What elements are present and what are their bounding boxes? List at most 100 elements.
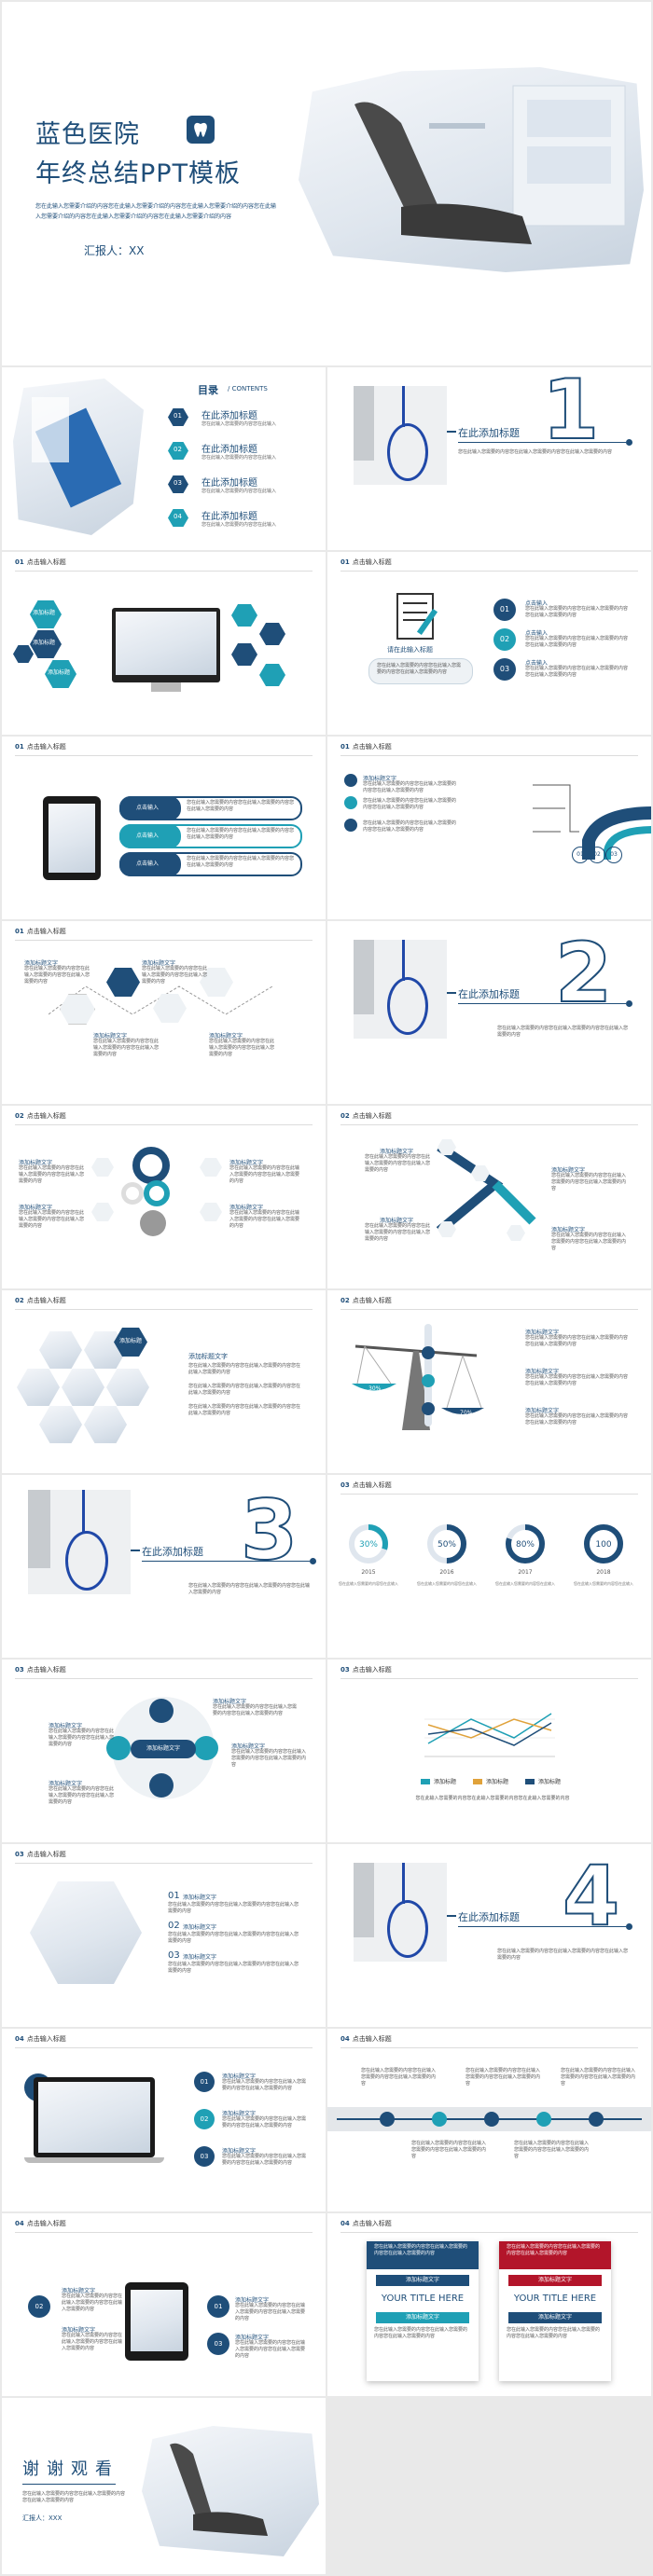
item-title: 添加标题文字: [235, 2297, 270, 2304]
toc-item[interactable]: 01 在此添加标题 您在此输入您需要的内容您在此输入: [168, 405, 308, 438]
hex-tile[interactable]: [30, 600, 62, 628]
toc-item[interactable]: 02 在此添加标题 您在此输入您需要的内容您在此输入: [168, 438, 308, 472]
toc-desc: 您在此输入您需要的内容您在此输入: [201, 421, 277, 427]
section-2-slide[interactable]: 在此添加标题 2 您在此输入您需要的内容您在此输入您需要的内容您在此输入您需要的…: [327, 921, 651, 1104]
timeline-node[interactable]: [484, 2112, 499, 2127]
cycle-center[interactable]: 添加标题文字: [131, 1740, 196, 1758]
connector: [131, 1550, 140, 1551]
hex-tile[interactable]: [259, 664, 285, 686]
item-desc: 您在此输入您需要的内容您在此输入您需要的内容您在此输入您需要的内容: [168, 1962, 299, 1974]
pill-desc: 您在此输入您需要的内容您在此输入您需要的内容您在此输入您需要的内容: [187, 800, 295, 812]
end-dot: [310, 1558, 316, 1564]
hex-tile[interactable]: [259, 623, 285, 645]
doctor-photo: [13, 379, 144, 535]
slider-dot[interactable]: [422, 1402, 435, 1415]
ring-year: 2016: [439, 1569, 453, 1576]
hex-flow-line: [49, 985, 273, 1015]
hex-tile[interactable]: [231, 604, 257, 627]
cycle-node[interactable]: [149, 1773, 174, 1798]
hex-photo: [39, 1331, 82, 1369]
section-1-slide[interactable]: 在此添加标题 1 您在此输入您需要的内容您在此输入您需要的内容您在此输入您需要的…: [327, 367, 651, 550]
dental-chair-photo: [299, 67, 644, 272]
item-desc: 您在此输入您需要的内容您在此输入您需要的内容您在此输入您需要的内容: [525, 1413, 629, 1426]
toc-item[interactable]: 04 在此添加标题 您在此输入您需要的内容您在此输入: [168, 505, 308, 539]
underline: [458, 442, 626, 443]
card-desc: 您在此输入您需要的内容您在此输入您需要的内容您在此输入您需要的内容: [507, 2327, 601, 2339]
cycle-node[interactable]: [194, 1736, 218, 1760]
item-title: 添加标题文字: [19, 1205, 53, 1211]
header-rule: [340, 2047, 638, 2048]
cover-title-2: 年终总结PPT模板: [35, 159, 242, 188]
toc-num: 03: [174, 479, 182, 487]
search-icon[interactable]: [60, 994, 95, 1025]
ring-desc: 您在此输入您需要的内容您在此输入: [417, 1580, 477, 1586]
toc-desc: 您在此输入您需要的内容您在此输入: [201, 489, 277, 494]
section-desc: 您在此输入您需要的内容您在此输入您需要的内容您在此输入您需要的内容: [458, 449, 613, 455]
tablet-screen: [131, 2290, 183, 2351]
item-desc: 您在此输入您需要的内容您在此输入您需要的内容您在此输入您需要的内容: [142, 966, 208, 985]
card-right[interactable]: 您在此输入您需要的内容您在此输入您需要的内容您在此输入您需要的内容 添加标题文字…: [499, 2241, 611, 2381]
timeline-node[interactable]: [536, 2112, 551, 2127]
ring-value: 100: [595, 1540, 611, 1550]
ending-slide[interactable]: 谢谢观看 您在此输入您需要的内容您在此输入您需要的内容您在此输入您需要的内容 汇…: [2, 2398, 326, 2574]
cycle-node[interactable]: [106, 1736, 131, 1760]
ring-year: 2015: [361, 1569, 375, 1576]
section-4-slide[interactable]: 在此添加标题 4 您在此输入您需要的内容您在此输入您需要的内容您在此输入您需要的…: [327, 1844, 651, 2027]
doc-text-box[interactable]: 您在此输入您需要的内容您在此输入您需要的内容您在此输入您需要的内容: [368, 658, 473, 684]
series-line: [427, 1713, 552, 1744]
curve-num: 03: [605, 847, 622, 863]
item-title: 添加标题文字: [188, 1353, 228, 1360]
item-desc: 您在此输入您需要的内容您在此输入您需要的内容您在此输入您需要的内容: [222, 2116, 307, 2128]
toc-item[interactable]: 03 在此添加标题 您在此输入您需要的内容您在此输入: [168, 472, 308, 505]
item-desc: 您在此输入您需要的内容您在此输入您需要的内容您在此输入您需要的内容: [551, 1233, 627, 1251]
toc-slide[interactable]: 目录 / CONTENTS 01 在此添加标题 您在此输入您需要的内容您在此输入…: [2, 367, 326, 550]
card-your-title: YOUR TITLE HERE: [513, 2294, 597, 2304]
cycle-node[interactable]: [149, 1699, 174, 1723]
timeline-desc: 您在此输入您需要的内容您在此输入您需要的内容您在此输入您需要的内容: [411, 2141, 487, 2159]
end-dot: [626, 1923, 632, 1930]
item-desc: 您在此输入您需要的内容您在此输入您需要的内容您在此输入您需要的内容: [209, 1039, 275, 1057]
header-rule: [340, 1309, 638, 1310]
end-dot: [626, 1000, 632, 1007]
hex-tile[interactable]: [30, 630, 62, 658]
header-rule: [15, 2047, 313, 2048]
section-3-slide[interactable]: 在此添加标题 3 您在此输入您需要的内容您在此输入您需要的内容您在此输入您需要的…: [2, 1475, 326, 1658]
card-left[interactable]: 您在此输入您需要的内容您在此输入您需要的内容您在此输入您需要的内容 添加标题文字…: [367, 2241, 479, 2381]
gear-icon: [144, 1180, 170, 1206]
timeline-node[interactable]: [380, 2112, 395, 2127]
hex-photo: [62, 1369, 104, 1406]
hex-tile[interactable]: [231, 643, 257, 666]
cover-slide[interactable]: 蓝色医院 年终总结PPT模板 您在此输入您需要介绍的内容您在此输入您需要介绍的内…: [2, 2, 651, 365]
toc-hex: [168, 442, 188, 460]
item-desc: 您在此输入您需要的内容您在此输入您需要的内容您在此输入您需要的内容: [93, 1039, 160, 1057]
timeline-node[interactable]: [432, 2112, 447, 2127]
toc-label: 在此添加标题: [201, 411, 257, 421]
item-desc: 您在此输入您需要的内容您在此输入您需要的内容您在此输入您需要的内容: [62, 2333, 123, 2351]
slider-dot[interactable]: [422, 1374, 435, 1387]
item-desc: 您在此输入您需要的内容您在此输入您需要的内容您在此输入您需要的内容: [222, 2079, 307, 2091]
ring-value: 80%: [516, 1540, 535, 1550]
timeline-desc: 您在此输入您需要的内容您在此输入您需要的内容您在此输入您需要的内容: [361, 2068, 437, 2087]
timeline-node[interactable]: [589, 2112, 604, 2127]
item-desc: 您在此输入您需要的内容您在此输入您需要的内容您在此输入您需要的内容: [24, 966, 90, 985]
slider-dot[interactable]: [422, 1346, 435, 1359]
